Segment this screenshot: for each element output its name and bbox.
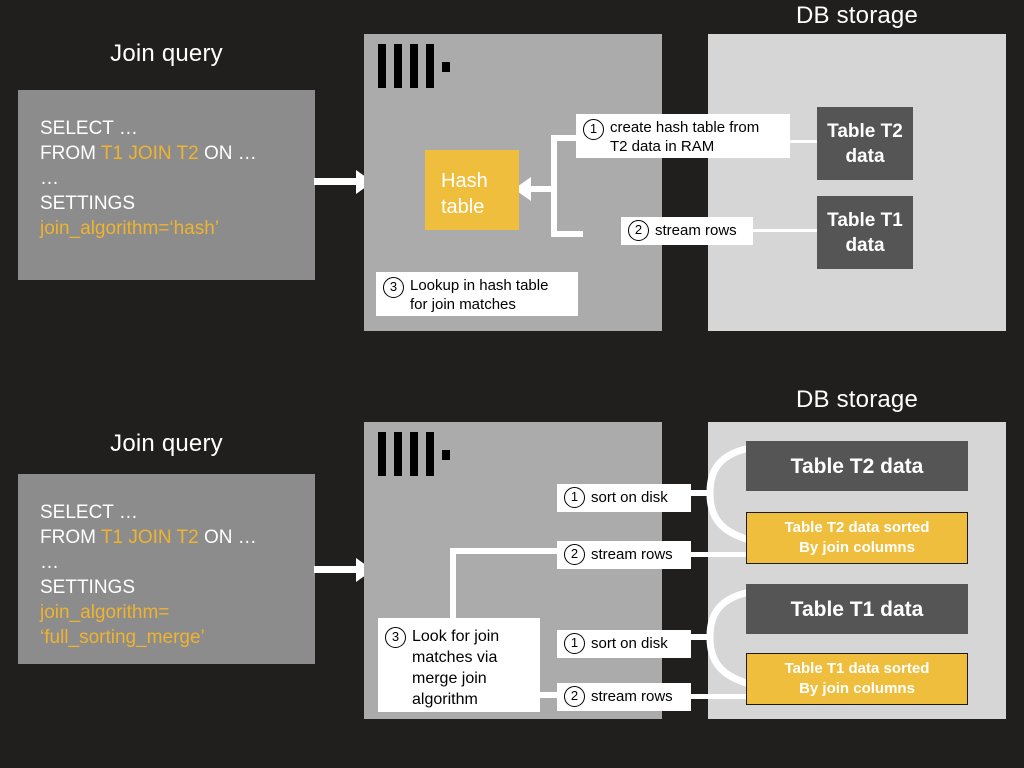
sort-bracket-t2 <box>690 444 754 544</box>
callout-merge-join-algorithm: 3 Look for join matches via merge join a… <box>378 618 540 712</box>
join-query-title-bottom: Join query <box>110 430 223 457</box>
query-line: SELECT … <box>40 118 138 139</box>
callout-label: stream rows <box>655 222 737 239</box>
connector-branch-bottom-lower <box>538 692 568 698</box>
query-line: SETTINGS <box>40 193 136 214</box>
clickhouse-logo-top <box>378 44 450 92</box>
callout-sort-on-disk-t2: 1 sort on disk <box>557 484 691 512</box>
connector-to-hash-shaft <box>531 186 555 192</box>
query-line: join_algorithm= <box>40 602 170 623</box>
query-box-merge: SELECT … FROM T1 JOIN T2 ON … … SETTINGS… <box>18 474 315 664</box>
callout-number: 1 <box>564 487 585 508</box>
table-t2-sorted: Table T2 data sorted By join columns <box>746 512 968 564</box>
connector-t2-to-callout1 <box>788 140 822 143</box>
query-box-hash: SELECT … FROM T1 JOIN T2 ON … … SETTINGS… <box>18 90 315 280</box>
callout-sort-on-disk-t1: 1 sort on disk <box>557 630 691 658</box>
callout-stream-rows-t1: 2 stream rows <box>557 683 691 711</box>
connector-branch-top-2 <box>551 231 583 237</box>
join-query-title-top: Join query <box>110 40 223 67</box>
table-t1-data-bottom: Table T1 data <box>746 584 968 634</box>
callout-stream-rows-t2: 2 stream rows <box>557 541 691 569</box>
storage-panel-top <box>708 34 1006 331</box>
query-line: FROM T1 JOIN T2 ON … <box>40 143 257 164</box>
clickhouse-logo-bottom <box>378 432 450 480</box>
callout-label: Lookup in hash table for join matches <box>410 277 549 313</box>
connector-t1-sorted-stream <box>690 694 750 699</box>
callout-number: 2 <box>628 220 649 241</box>
query-line: … <box>40 552 60 573</box>
db-storage-title-top: DB storage <box>795 2 919 29</box>
callout-stream-rows-top: 2 stream rows <box>621 217 753 245</box>
table-t1-data-top: Table T1 data <box>817 196 913 269</box>
callout-number: 3 <box>385 627 406 648</box>
table-t1-sorted: Table T1 data sorted By join columns <box>746 653 968 705</box>
callout-label: create hash table from T2 data in RAM <box>610 119 760 155</box>
callout-create-hash-table: 1 create hash table from T2 data in RAM <box>576 114 790 158</box>
callout-number: 3 <box>383 277 404 298</box>
connector-branch-bottom-upper <box>450 548 560 554</box>
connector-spine-bottom <box>450 548 456 620</box>
query-line: SETTINGS <box>40 577 136 598</box>
callout-lookup-hash-table: 3 Lookup in hash table for join matches <box>376 272 578 316</box>
query-line: … <box>40 168 60 189</box>
db-storage-title-bottom: DB storage <box>795 386 919 413</box>
connector-branch-top-1 <box>551 135 583 141</box>
table-t2-data-top: Table T2 data <box>817 107 913 180</box>
query-to-engine-arrow-shaft-bottom <box>314 566 358 573</box>
callout-label: sort on disk <box>591 635 668 652</box>
callout-number: 1 <box>583 119 604 140</box>
callout-label: stream rows <box>591 546 673 563</box>
callout-number: 1 <box>564 633 585 654</box>
query-line: SELECT … <box>40 502 138 523</box>
hash-table-block: Hash table <box>425 150 519 230</box>
callout-label: Look for join matches via merge join alg… <box>412 628 500 708</box>
callout-number: 2 <box>564 686 585 707</box>
callout-label: stream rows <box>591 688 673 705</box>
query-to-engine-arrow-shaft-top <box>314 178 358 185</box>
table-t2-data-bottom: Table T2 data <box>746 441 968 491</box>
query-line: FROM T1 JOIN T2 ON … <box>40 527 257 548</box>
callout-label: sort on disk <box>591 489 668 506</box>
connector-t2-sorted-stream <box>690 552 750 557</box>
connector-t1-to-callout2 <box>740 229 822 232</box>
query-line: ‘full_sorting_merge’ <box>40 627 205 648</box>
callout-number: 2 <box>564 544 585 565</box>
query-line: join_algorithm=‘hash’ <box>40 218 220 239</box>
sort-bracket-t1 <box>690 588 754 688</box>
